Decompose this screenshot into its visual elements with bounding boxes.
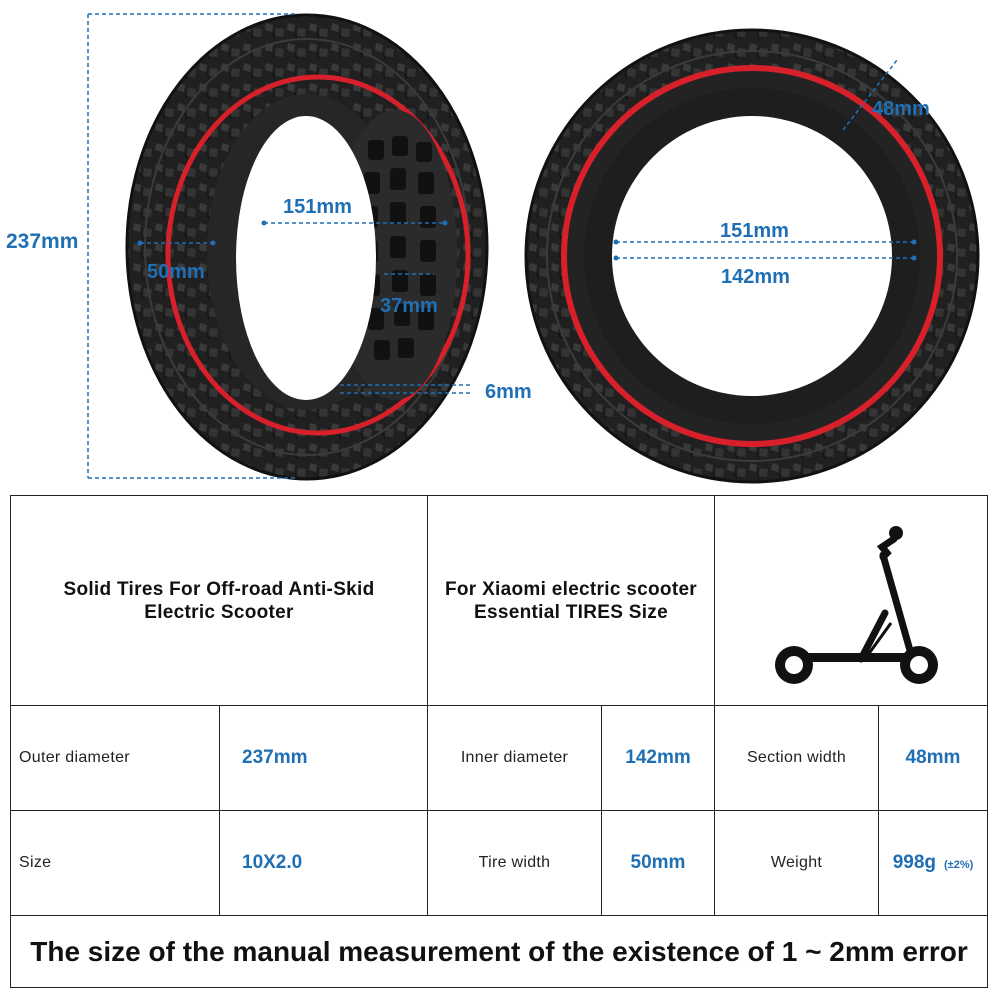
right-tire-image: [524, 28, 980, 484]
measurement-note-cell: The size of the manual measurement of th…: [11, 916, 987, 987]
inner-diameter-label: Inner diameter: [460, 749, 569, 766]
spec-table: Solid Tires For Off-road Anti-Skid Elect…: [10, 495, 988, 988]
product-subtitle: For Xiaomi electric scooter Essential TI…: [444, 578, 698, 623]
section-width-label-cell: Section width: [715, 706, 879, 811]
inner-diameter-value-cell: 142mm: [602, 706, 715, 811]
product-title: Solid Tires For Off-road Anti-Skid Elect…: [63, 578, 375, 623]
right-inner-diameter-top-label: 151mm: [720, 220, 789, 242]
section-width-label: Section width: [746, 749, 847, 766]
measurement-note: The size of the manual measurement of th…: [30, 935, 968, 967]
size-value-cell: 10X2.0: [220, 811, 428, 916]
tire-width-label: Tire width: [478, 854, 551, 871]
section-width-value-cell: 48mm: [879, 706, 987, 811]
inner-diameter-value: 142mm: [625, 747, 691, 768]
weight-label: Weight: [770, 854, 823, 871]
table-row: Size: [11, 811, 220, 916]
weight-value-cell: 998g (±2%): [879, 811, 987, 916]
weight-tolerance: (±2%): [944, 859, 974, 871]
size-value: 10X2.0: [242, 852, 303, 873]
right-inner-diameter-bottom-label: 142mm: [721, 266, 790, 288]
scooter-icon: [775, 525, 938, 684]
table-row: Outer diameter: [11, 706, 220, 811]
right-section-width-label: 48mm: [872, 98, 930, 120]
left-tire-image: [125, 13, 489, 481]
tire-width-value: 50mm: [630, 852, 686, 873]
tire-width-label-cell: Tire width: [428, 811, 602, 916]
left-tire-width-label: 50mm: [147, 261, 205, 283]
dimension-lines: [87, 13, 914, 479]
header-title-cell: Solid Tires For Off-road Anti-Skid Elect…: [11, 496, 428, 706]
scooter-icon-cell: [715, 496, 987, 706]
tire-illustration: [87, 13, 980, 484]
outer-diameter-value: 237mm: [242, 747, 308, 768]
left-tread-depth-label: 37mm: [380, 295, 438, 317]
section-width-value: 48mm: [905, 747, 961, 768]
left-inner-diameter-label: 151mm: [283, 196, 352, 218]
size-label: Size: [19, 854, 52, 871]
outer-diameter-label: Outer diameter: [19, 749, 130, 766]
outer-diameter-value-cell: 237mm: [220, 706, 428, 811]
header-subtitle-cell: For Xiaomi electric scooter Essential TI…: [428, 496, 715, 706]
weight-value: 998g: [892, 852, 937, 873]
outer-height-label: 237mm: [6, 230, 79, 253]
tire-width-value-cell: 50mm: [602, 811, 715, 916]
weight-label-cell: Weight: [715, 811, 879, 916]
inner-diameter-label-cell: Inner diameter: [428, 706, 602, 811]
left-thickness-label: 6mm: [485, 381, 532, 403]
